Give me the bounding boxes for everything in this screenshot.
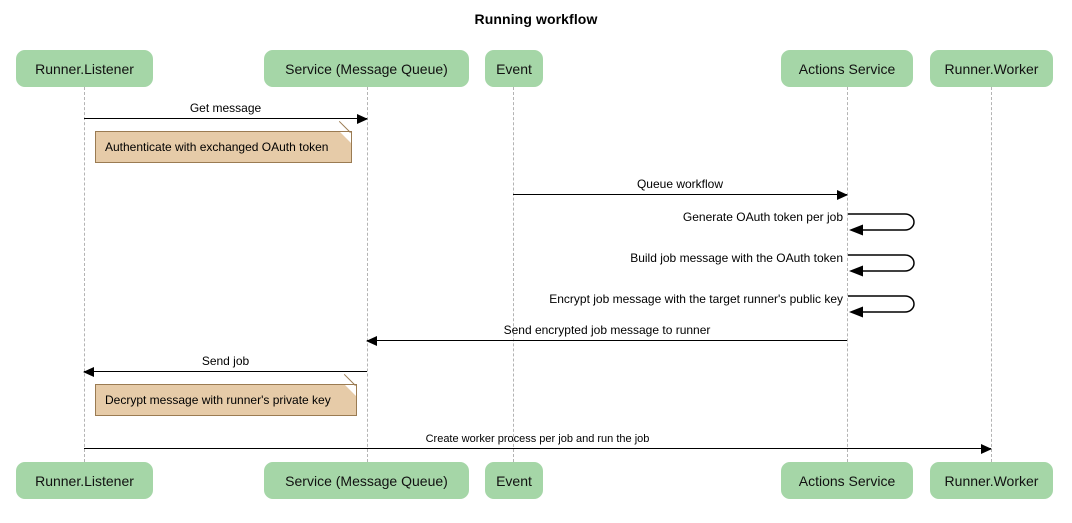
message-send-job[interactable]: Send job bbox=[83, 354, 367, 377]
note-authenticate-oauth: Authenticate with exchanged OAuth token bbox=[95, 120, 352, 163]
lifeline-service-message-queue bbox=[367, 87, 368, 462]
participant-runner-listener-top[interactable]: Runner.Listener bbox=[16, 50, 153, 87]
arrowhead-right-icon bbox=[357, 114, 368, 124]
participant-label: Runner.Worker bbox=[944, 60, 1039, 77]
note-text: Decrypt message with runner's private ke… bbox=[105, 393, 331, 407]
arrowhead-right-icon bbox=[981, 444, 992, 454]
arrowhead-left-icon bbox=[366, 336, 377, 346]
selfcall-label: Generate OAuth token per job bbox=[682, 210, 843, 224]
participant-label: Event bbox=[496, 472, 532, 489]
selfcall-loop-icon bbox=[848, 295, 915, 318]
participant-actions-service-top[interactable]: Actions Service bbox=[781, 50, 913, 87]
participant-label: Runner.Listener bbox=[35, 60, 134, 77]
selfcall-label: Encrypt job message with the target runn… bbox=[549, 292, 843, 306]
participant-label: Service (Message Queue) bbox=[285, 472, 448, 489]
message-label: Create worker process per job and run th… bbox=[425, 433, 650, 445]
participant-label: Service (Message Queue) bbox=[285, 60, 448, 77]
message-queue-workflow[interactable]: Queue workflow bbox=[513, 177, 848, 200]
note-fold-corner-icon bbox=[340, 132, 351, 143]
selfcall-build-job-message[interactable]: Build job message with the OAuth token bbox=[630, 251, 915, 277]
message-create-worker-process[interactable]: Create worker process per job and run th… bbox=[84, 433, 992, 454]
message-label: Get message bbox=[189, 101, 262, 115]
message-send-encrypted-job-message[interactable]: Send encrypted job message to runner bbox=[366, 323, 847, 346]
message-label: Send job bbox=[201, 354, 250, 368]
note-fold-edge-icon bbox=[344, 373, 356, 386]
participant-label: Actions Service bbox=[798, 60, 896, 77]
message-label: Queue workflow bbox=[636, 177, 724, 191]
selfcall-encrypt-job-message[interactable]: Encrypt job message with the target runn… bbox=[549, 292, 915, 318]
diagram-title: Running workflow bbox=[474, 11, 598, 27]
participant-actions-service-bottom[interactable]: Actions Service bbox=[781, 462, 913, 499]
message-get-message[interactable]: Get message bbox=[84, 101, 368, 124]
selfcall-loop-icon bbox=[848, 213, 915, 236]
participant-runner-worker-bottom[interactable]: Runner.Worker bbox=[930, 462, 1053, 499]
note-fold-corner-icon bbox=[345, 385, 356, 396]
arrowhead-right-icon bbox=[837, 190, 848, 200]
participant-event-bottom[interactable]: Event bbox=[485, 462, 543, 499]
participant-service-message-queue-bottom[interactable]: Service (Message Queue) bbox=[264, 462, 469, 499]
arrowhead-left-icon bbox=[83, 367, 94, 377]
lifeline-runner-worker bbox=[991, 87, 992, 462]
participant-label: Event bbox=[496, 60, 532, 77]
selfcall-generate-oauth-token[interactable]: Generate OAuth token per job bbox=[683, 210, 915, 236]
participant-label: Runner.Listener bbox=[35, 472, 134, 489]
selfcall-loop-icon bbox=[848, 254, 915, 277]
selfcall-label: Build job message with the OAuth token bbox=[630, 251, 843, 265]
participant-label: Runner.Worker bbox=[944, 472, 1039, 489]
lifeline-event bbox=[513, 87, 514, 462]
participant-service-message-queue-top[interactable]: Service (Message Queue) bbox=[264, 50, 469, 87]
note-decrypt-message: Decrypt message with runner's private ke… bbox=[95, 373, 357, 416]
lifeline-actions-service bbox=[847, 87, 848, 462]
message-label: Send encrypted job message to runner bbox=[503, 323, 711, 337]
participant-event-top[interactable]: Event bbox=[485, 50, 543, 87]
note-fold-edge-icon bbox=[339, 120, 351, 133]
lifeline-runner-listener bbox=[84, 87, 85, 462]
note-text: Authenticate with exchanged OAuth token bbox=[105, 140, 329, 154]
participant-runner-worker-top[interactable]: Runner.Worker bbox=[930, 50, 1053, 87]
participant-runner-listener-bottom[interactable]: Runner.Listener bbox=[16, 462, 153, 499]
participant-label: Actions Service bbox=[798, 472, 896, 489]
